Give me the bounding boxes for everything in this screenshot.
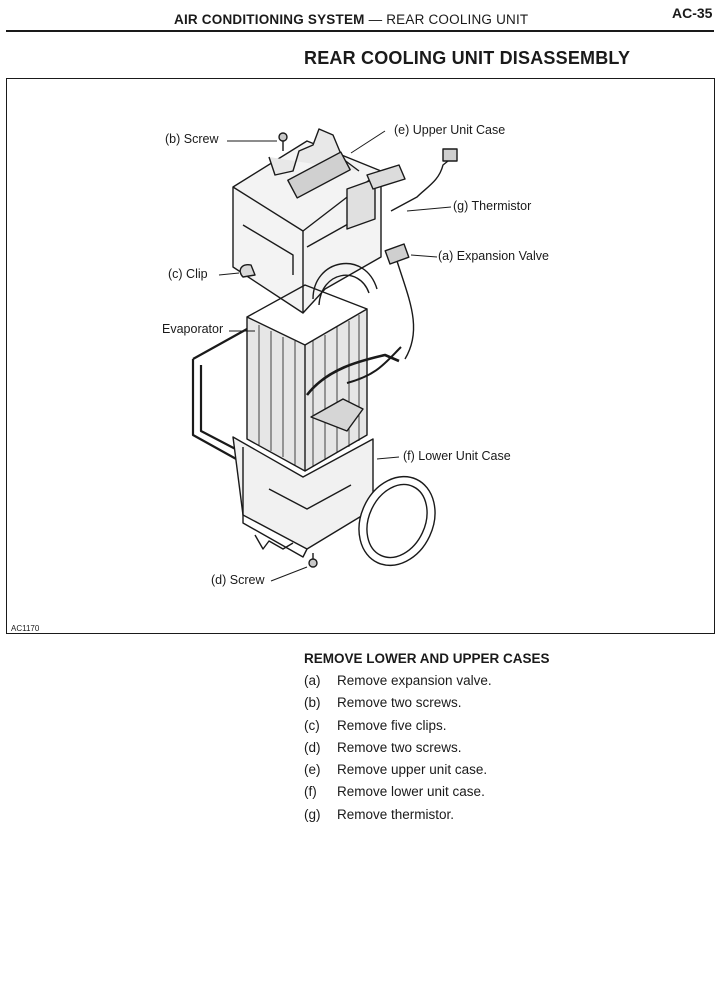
step-text: Remove lower unit case.	[337, 784, 485, 800]
step-letter: (g)	[304, 806, 321, 822]
step-text: Remove thermistor.	[337, 806, 455, 822]
step-text: Remove two screws.	[337, 739, 462, 755]
step-letter: (a)	[304, 673, 321, 688]
callout-thermistor: (g) Thermistor	[453, 199, 532, 213]
header-separator: —	[368, 12, 383, 27]
instruction-steps-list: (a) Remove expansion valve. (b) Remove two…	[304, 673, 704, 829]
callout-lower-unit-case: (f) Lower Unit Case	[403, 449, 511, 463]
step-letter: (d)	[304, 739, 321, 755]
instruction-step: (b) Remove two screws.	[304, 695, 704, 717]
figure-code: AC1170	[11, 624, 40, 633]
instruction-step: (a) Remove expansion valve.	[304, 673, 704, 695]
screw-d-drawing	[308, 553, 318, 568]
step-text: Remove expansion valve.	[337, 673, 492, 688]
diagram-figure: (b) Screw (e) Upper Unit Case (g) Thermi…	[6, 78, 715, 634]
callout-screw-b: (b) Screw	[165, 132, 219, 146]
instruction-step: (e) Remove upper unit case.	[304, 762, 704, 784]
page-title: REAR COOLING UNIT DISASSEMBLY	[304, 48, 631, 68]
instruction-step: (f) Remove lower unit case.	[304, 784, 704, 806]
step-text: Remove upper unit case.	[337, 762, 488, 778]
evaporator-core-drawing	[191, 284, 402, 472]
screw-b-drawing	[278, 132, 288, 151]
page-number: AC-35	[672, 5, 713, 21]
callout-evaporator: Evaporator	[162, 322, 224, 336]
callout-leader-lines	[218, 130, 452, 582]
header-divider	[6, 30, 714, 32]
step-letter: (b)	[304, 695, 321, 711]
instructions-block: REMOVE LOWER AND UPPER CASES (a) Remove e…	[304, 651, 704, 829]
lower-unit-case-drawing	[232, 436, 436, 567]
callout-clip: (c) Clip	[168, 267, 208, 281]
thermistor-drawing	[366, 148, 458, 212]
callout-expansion-valve: (a) Expansion Valve	[438, 249, 549, 263]
section-title: AIR CONDITIONING SYSTEM	[174, 12, 365, 27]
step-text: Remove two screws.	[337, 695, 462, 711]
clip-drawing	[239, 263, 256, 278]
instruction-step: (c) Remove five clips.	[304, 718, 704, 740]
callout-upper-unit-case: (e) Upper Unit Case	[394, 123, 506, 137]
step-text: Remove five clips.	[337, 717, 447, 733]
upper-unit-case-drawing	[232, 128, 382, 314]
step-letter: (e)	[304, 762, 321, 778]
instruction-step: (d) Remove two screws.	[304, 740, 704, 762]
callout-screw-d: (d) Screw	[211, 573, 265, 587]
step-letter: (f)	[304, 784, 317, 800]
step-letter: (c)	[304, 717, 320, 733]
subsection-title: REAR COOLING UNIT	[386, 12, 529, 27]
instructions-heading: REMOVE LOWER AND UPPER CASES	[304, 651, 550, 666]
expansion-valve-drawing	[384, 243, 415, 360]
section-header: AIR CONDITIONING SYSTEM — REAR COOLING U…	[174, 12, 528, 27]
rear-cooling-unit-illustration	[191, 128, 458, 582]
instruction-step: (g) Remove thermistor.	[304, 807, 704, 829]
